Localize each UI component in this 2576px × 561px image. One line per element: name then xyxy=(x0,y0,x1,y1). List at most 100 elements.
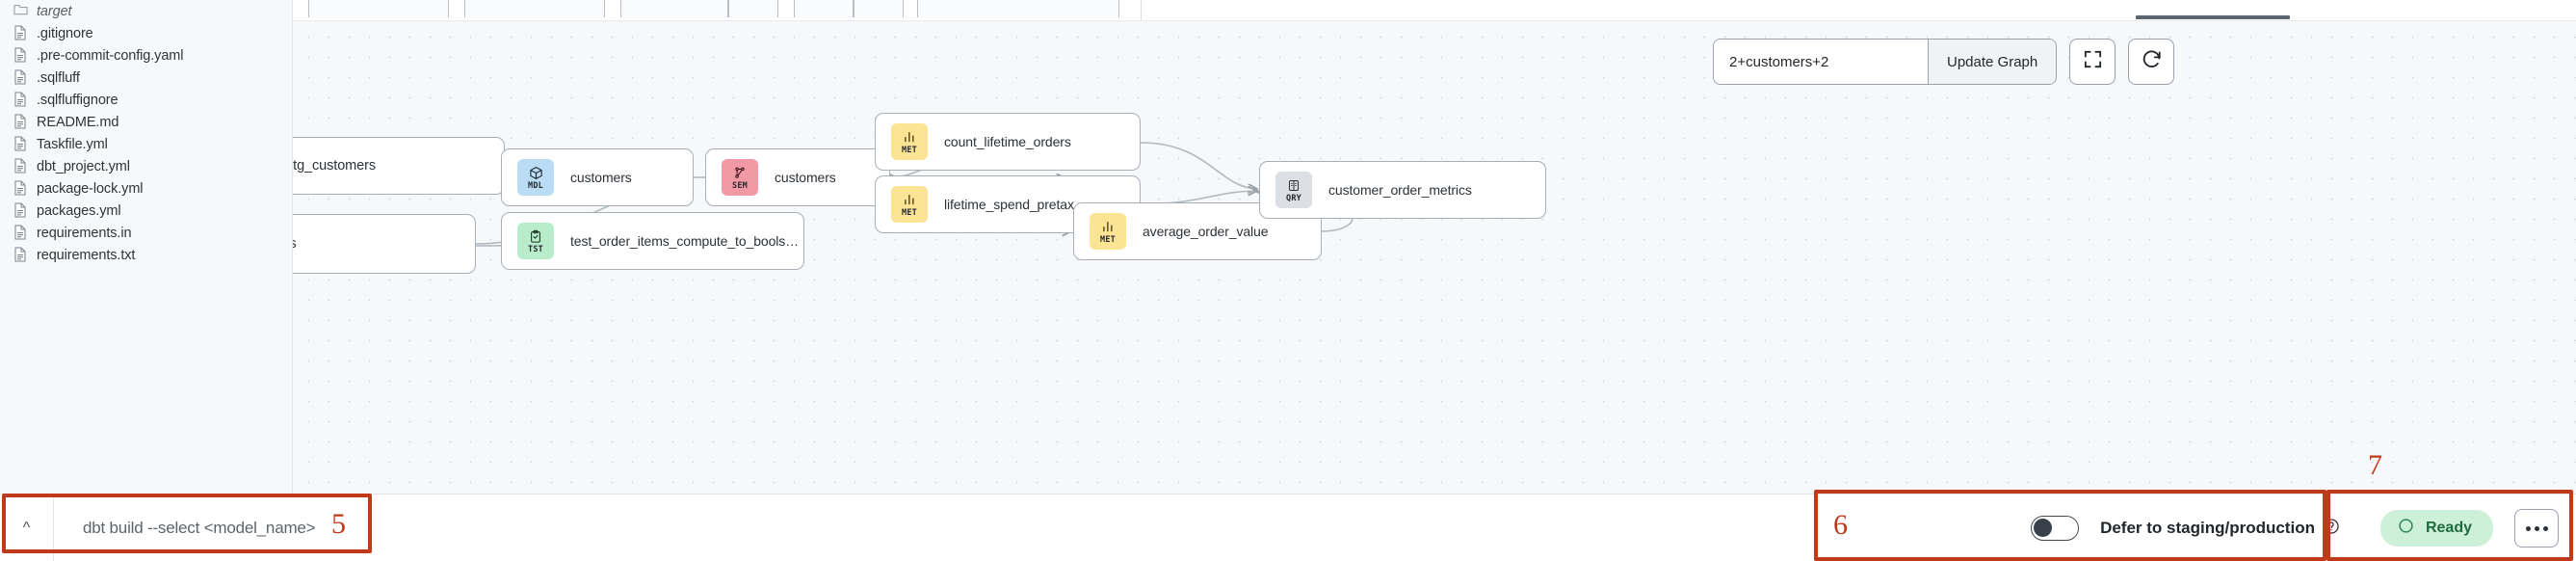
file-row[interactable]: .sqlfluff xyxy=(0,67,292,89)
file-icon xyxy=(13,225,28,241)
graph-node-label: average_order_value xyxy=(1143,224,1269,239)
graph-node-label: lifetime_spend_pretax xyxy=(944,197,1074,212)
file-list: target .gitignore .pre-commit-config.yaml.… xyxy=(0,0,292,266)
file-icon xyxy=(13,136,28,152)
tab-stub-1[interactable] xyxy=(308,0,449,17)
met-badge-icon: MET xyxy=(891,186,928,223)
file-icon xyxy=(13,92,28,108)
file-row[interactable]: Taskfile.yml xyxy=(0,133,292,155)
graph-selector-group: Update Graph xyxy=(1713,39,2058,85)
badge-code: TST xyxy=(528,244,543,254)
file-icon xyxy=(13,69,28,86)
file-name: dbt_project.yml xyxy=(37,158,130,174)
file-icon xyxy=(13,47,28,64)
graph-node-label: customers xyxy=(570,170,632,185)
file-name: .sqlfluffignore xyxy=(37,92,118,108)
tab-stub-3[interactable] xyxy=(620,0,728,17)
file-icon xyxy=(13,180,28,197)
graph-toolbar: Update Graph xyxy=(1713,39,2175,85)
tab-stub-4[interactable] xyxy=(728,0,778,17)
file-row[interactable]: target xyxy=(0,0,292,22)
question-circle-icon[interactable] xyxy=(2323,518,2340,540)
file-explorer[interactable]: target .gitignore .pre-commit-config.yaml.… xyxy=(0,0,293,494)
badge-code: MDL xyxy=(528,180,543,191)
graph-node-label: customers xyxy=(775,170,836,185)
file-name: .pre-commit-config.yaml xyxy=(37,47,184,64)
badge-code: MET xyxy=(902,207,917,218)
file-row[interactable]: packages.yml xyxy=(0,200,292,222)
bottom-status-bar: ^ dbt build --select <model_name> Defer … xyxy=(0,494,2576,561)
met-badge-icon: MET xyxy=(891,123,928,160)
more-options-button[interactable] xyxy=(2514,509,2559,548)
file-row[interactable]: .gitignore xyxy=(0,22,292,44)
met-badge-icon: MET xyxy=(1090,213,1126,250)
file-name: package-lock.yml xyxy=(37,180,144,197)
file-row[interactable]: requirements.in xyxy=(0,222,292,244)
file-name: Taskfile.yml xyxy=(37,136,108,152)
tst-badge-icon: TST xyxy=(517,223,554,259)
file-icon xyxy=(13,247,28,263)
tab-stub-6[interactable] xyxy=(854,0,904,17)
update-graph-button[interactable]: Update Graph xyxy=(1928,40,2057,84)
circle-icon xyxy=(2398,518,2414,539)
command-zone: ^ dbt build --select <model_name> xyxy=(0,494,742,561)
status-zone: Ready xyxy=(2359,509,2559,548)
file-row[interactable]: package-lock.yml xyxy=(0,177,292,200)
tab-stub-2[interactable] xyxy=(464,0,605,17)
graph-node[interactable]: MET count_lifetime_orders xyxy=(875,113,1141,171)
graph-node[interactable]: MDL customers xyxy=(501,148,694,206)
file-name: packages.yml xyxy=(37,202,121,219)
graph-node-label: orders xyxy=(293,236,297,252)
tab-stub-7[interactable] xyxy=(917,0,1119,17)
graph-node-label: count_lifetime_orders xyxy=(944,134,1071,149)
file-icon xyxy=(13,202,28,219)
defer-toggle-label: Defer to staging/production xyxy=(2100,518,2340,540)
tab-stub-5[interactable] xyxy=(794,0,854,17)
command-input[interactable]: dbt build --select <model_name> xyxy=(83,518,316,537)
graph-node[interactable]: MET average_order_value xyxy=(1073,202,1322,260)
file-row[interactable]: dbt_project.yml xyxy=(0,155,292,177)
ellipsis-icon xyxy=(2525,525,2548,531)
file-name: .sqlfluff xyxy=(37,69,80,86)
file-row[interactable]: .pre-commit-config.yaml xyxy=(0,44,292,67)
graph-node[interactable]: SEM customers xyxy=(705,148,890,206)
toggle-knob xyxy=(2034,519,2053,537)
file-name: requirements.in xyxy=(37,225,132,241)
graph-node[interactable]: orders xyxy=(293,214,476,274)
badge-code: MET xyxy=(902,145,917,155)
badge-code: MET xyxy=(1100,234,1116,245)
graph-node[interactable]: QRY customer_order_metrics xyxy=(1259,161,1546,219)
file-icon xyxy=(13,114,28,130)
fit-view-button[interactable] xyxy=(2069,39,2116,85)
tab-bar-strip xyxy=(293,0,2576,21)
active-tab-indicator xyxy=(2136,15,2290,19)
defer-toggle-zone: Defer to staging/production xyxy=(1998,516,2359,541)
graph-node-label: test_order_items_compute_to_bools… xyxy=(570,233,800,249)
file-icon xyxy=(13,158,28,174)
refresh-graph-button[interactable] xyxy=(2128,39,2175,85)
file-icon xyxy=(13,25,28,41)
graph-node-label: customer_order_metrics xyxy=(1328,182,1472,198)
fullscreen-icon xyxy=(2082,48,2104,75)
badge-code: QRY xyxy=(1286,193,1301,203)
expand-console-button[interactable]: ^ xyxy=(0,494,54,561)
file-row[interactable]: README.md xyxy=(0,111,292,133)
bottom-right-zone: Defer to staging/production xyxy=(1998,494,2576,561)
file-row[interactable]: requirements.txt xyxy=(0,244,292,266)
file-name: .gitignore xyxy=(37,25,93,41)
graph-node[interactable]: TST test_order_items_compute_to_bools… xyxy=(501,212,804,270)
file-name: README.md xyxy=(37,114,119,130)
file-name: target xyxy=(37,3,72,19)
file-row[interactable]: .sqlfluffignore xyxy=(0,89,292,111)
graph-node[interactable]: stg_customers xyxy=(293,137,505,195)
graph-selector-input[interactable] xyxy=(1714,40,1928,84)
status-badge-label: Ready xyxy=(2425,520,2472,536)
status-badge[interactable]: Ready xyxy=(2379,510,2493,547)
defer-toggle[interactable] xyxy=(2031,516,2080,541)
qry-badge-icon: QRY xyxy=(1275,172,1312,208)
badge-code: SEM xyxy=(732,180,748,191)
tab-separator xyxy=(1141,0,1142,20)
graph-node-label: stg_customers xyxy=(293,158,376,174)
